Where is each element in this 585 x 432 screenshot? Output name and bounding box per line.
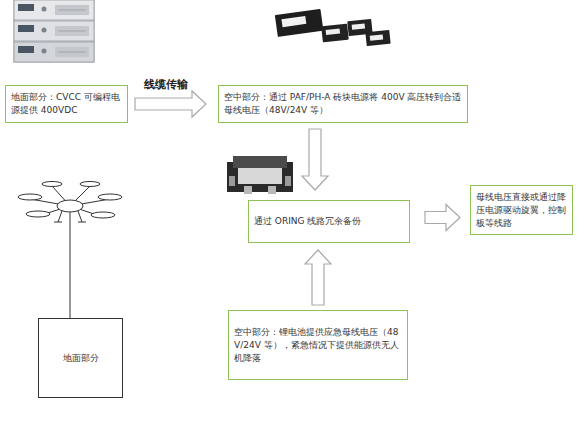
- tether-line: [70, 212, 71, 318]
- box-text: 地面部分：CVCC 可编程电源提供 400VDC: [11, 91, 122, 117]
- backup-box: 空中部分：锂电池提供应急母线电压（48V/24V 等），紧急情况下提供能源供无人…: [228, 310, 408, 380]
- block-arrow: [302, 129, 328, 190]
- process-box: 空中部分：通过 PAF/PH-A 砖块电源将 400V 高压转到合适母线电压（4…: [218, 85, 468, 123]
- box-text: 通过 ORING 线路冗余备份: [254, 215, 361, 228]
- box-text: 母线电压直接或通过降压电源驱动旋翼，控制板等线路: [476, 191, 567, 230]
- box-text: 空中部分：锂电池提供应急母线电压（48V/24V 等），紧急情况下提供能源供无人…: [234, 326, 402, 365]
- process-box: 地面部分：CVCC 可编程电源提供 400VDC: [5, 85, 128, 123]
- block-arrow: [305, 250, 331, 305]
- edge-label: 线缆传输: [144, 77, 188, 92]
- output-box: 母线电压直接或通过降压电源驱动旋翼，控制板等线路: [470, 185, 573, 235]
- oring-module-illustration: [227, 156, 293, 194]
- brick-module-illustration: [275, 9, 391, 46]
- power-supply-illustration: [14, 0, 94, 62]
- ground-box: 地面部分: [38, 318, 123, 398]
- box-text: 地面部分: [63, 352, 99, 365]
- box-text: 空中部分：通过 PAF/PH-A 砖块电源将 400V 高压转到合适母线电压（4…: [224, 91, 462, 117]
- process-box: 通过 ORING 线路冗余备份: [248, 200, 410, 243]
- block-arrow: [135, 91, 206, 117]
- block-arrow: [425, 205, 460, 231]
